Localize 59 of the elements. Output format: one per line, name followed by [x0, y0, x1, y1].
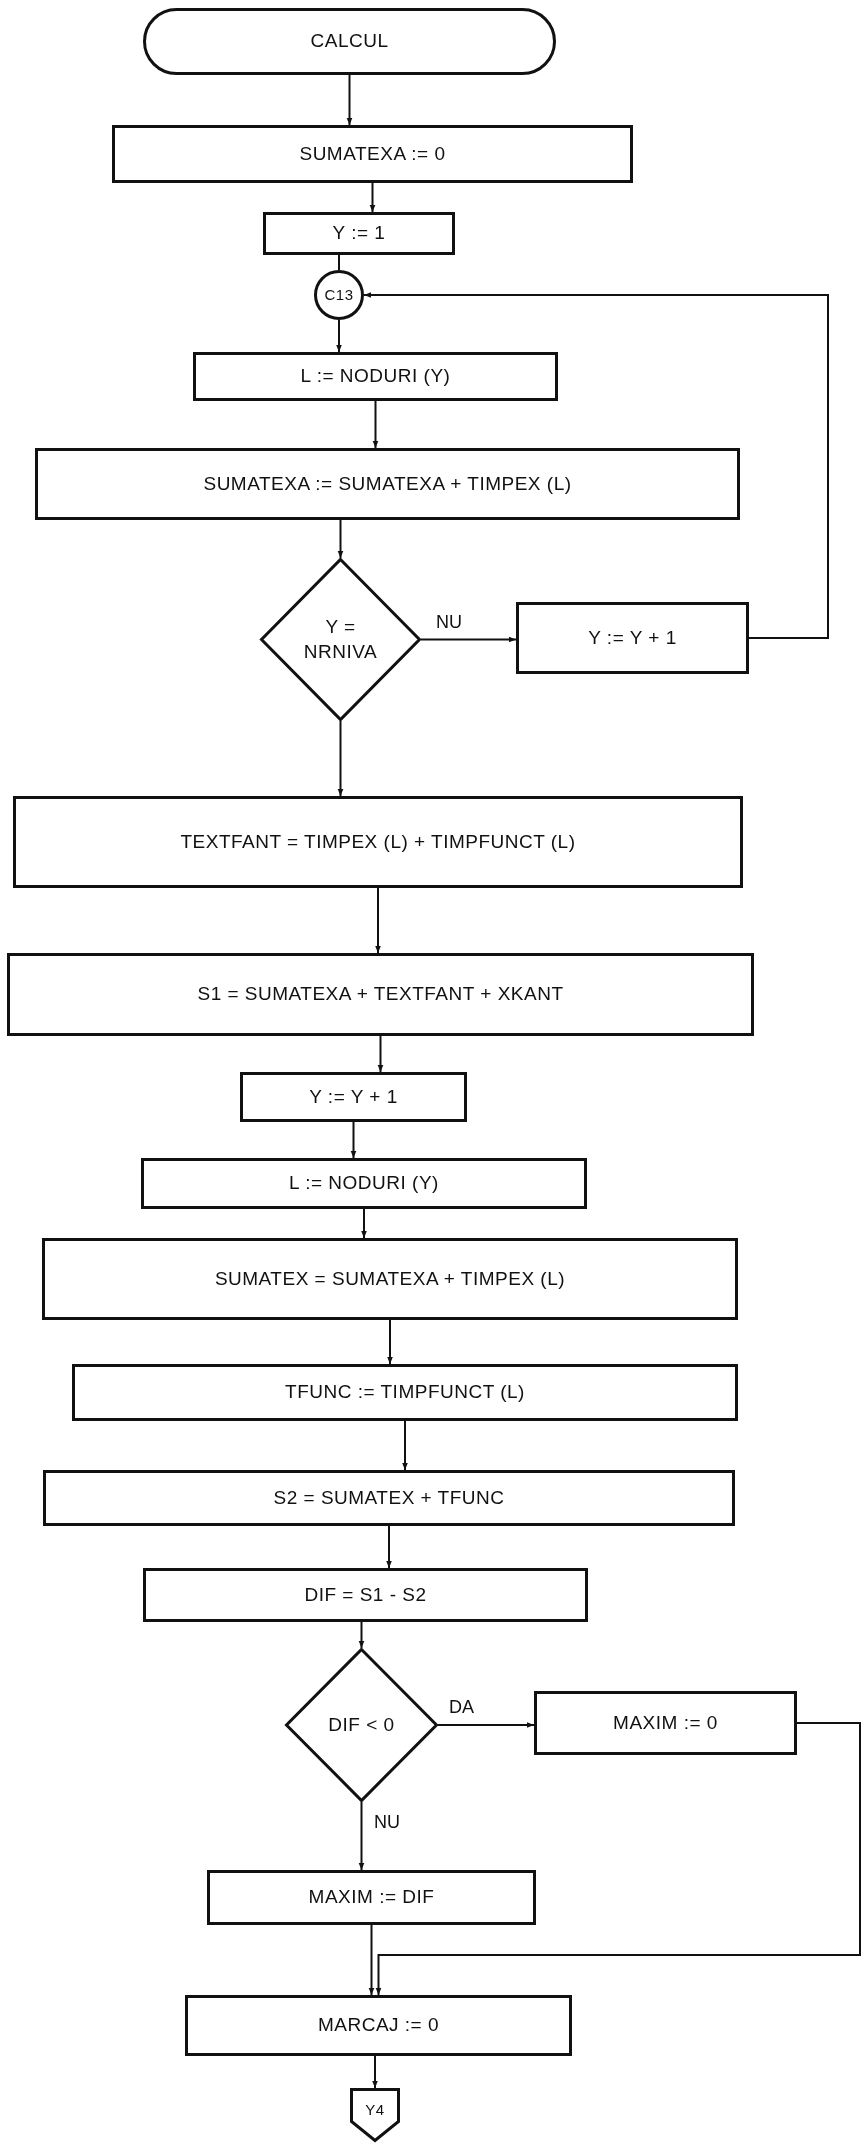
process-box	[141, 1158, 587, 1209]
node-text: MAXIM := DIF	[308, 1885, 435, 1910]
node-text: Y := Y + 1	[309, 1084, 398, 1109]
arrow	[369, 182, 376, 213]
process-box	[143, 1568, 588, 1622]
node-text: C13	[324, 285, 354, 305]
node-text: Y := 1	[332, 221, 386, 246]
arrow	[420, 636, 517, 643]
arrow	[358, 1621, 365, 1649]
node-text: L := NODURI (Y)	[300, 364, 451, 389]
node-text: TEXTFANT = TIMPEX (L) + TIMPFUNCT (L)	[180, 829, 576, 854]
node-text: S1 = SUMATEXA + TEXTFANT + XKANT	[197, 982, 564, 1007]
arrow	[358, 1801, 365, 1871]
process-box	[263, 212, 455, 255]
arrow	[350, 1121, 357, 1159]
process-box	[43, 1470, 735, 1526]
node-text: DIF < 0	[328, 1712, 395, 1737]
connector-circle	[314, 270, 364, 320]
node-text: Y4	[365, 2100, 385, 2120]
arrow	[337, 720, 344, 797]
process-box	[35, 448, 740, 520]
arrow	[372, 2055, 378, 2089]
node-text: L := NODURI (Y)	[289, 1171, 439, 1196]
node-text: TFUNC := TIMPFUNCT (L)	[285, 1380, 525, 1405]
node-text: SUMATEX = SUMATEXA + TIMPEX (L)	[214, 1266, 566, 1291]
arrow	[337, 519, 344, 559]
node-text: DIF = S1 - S2	[304, 1582, 427, 1607]
arrow	[368, 1924, 375, 1996]
node-text: SUMATEXA := 0	[299, 141, 446, 166]
arrow	[437, 1722, 535, 1728]
arrow	[361, 1208, 367, 1239]
node-text: Y = NRNIVA	[302, 614, 379, 664]
process-box	[240, 1072, 467, 1122]
arrow	[372, 400, 379, 449]
process-box	[72, 1364, 738, 1421]
process-box	[193, 352, 558, 401]
process-box	[13, 796, 743, 888]
node-text: Y := Y + 1	[588, 625, 677, 650]
arrow	[375, 887, 381, 954]
node-text: MARCAJ := 0	[317, 2013, 440, 2038]
arrow	[377, 1035, 384, 1073]
arrow	[402, 1420, 408, 1471]
node-text: CALCUL	[310, 29, 389, 54]
arrow	[387, 1319, 393, 1365]
node-text: SUMATEXA := SUMATEXA + TIMPEX (L)	[203, 471, 572, 496]
process-box	[207, 1870, 536, 1925]
process-box	[112, 125, 633, 183]
process-box	[534, 1691, 797, 1755]
process-box	[185, 1995, 572, 2056]
process-box	[42, 1238, 738, 1320]
arrow	[375, 1722, 861, 1996]
process-box	[7, 953, 754, 1036]
arrow	[363, 292, 829, 639]
node-text: S2 = SUMATEX + TFUNC	[273, 1485, 505, 1510]
arrow	[336, 319, 342, 353]
arrow	[346, 74, 353, 126]
arrow	[386, 1525, 392, 1569]
node-text: MAXIM := 0	[613, 1710, 718, 1735]
process-box	[516, 602, 749, 674]
